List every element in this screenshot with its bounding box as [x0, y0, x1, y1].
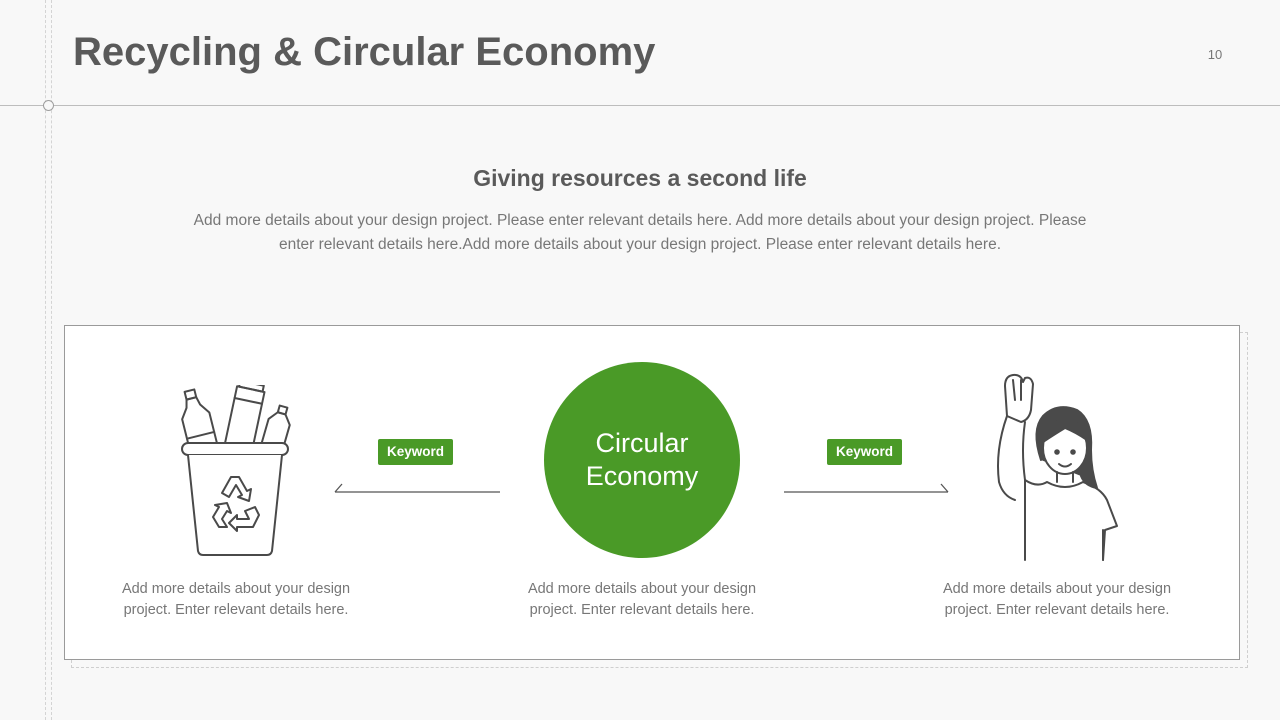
left-caption: Add more details about your design proje… [121, 581, 351, 618]
header-divider [0, 105, 1280, 106]
recycling-bin-icon [181, 385, 291, 556]
center-caption: Add more details about your design proje… [527, 581, 757, 618]
section-heading: Giving resources a second life [473, 165, 807, 191]
keyword-badge-left: Keyword [378, 439, 454, 465]
keyword-badge-right: Keyword [827, 439, 903, 465]
circle-label: Circular Economy [585, 428, 699, 491]
circular-economy-circle: Circular Economy [544, 362, 740, 558]
guide-line [45, 0, 46, 720]
page-title: Recycling & Circular Economy [73, 30, 656, 74]
arrow-left-icon [334, 483, 500, 493]
guide-line [51, 0, 52, 720]
right-caption: Add more details about your design proje… [942, 581, 1172, 618]
divider-dot [43, 100, 54, 111]
page-number: 10 [1207, 47, 1223, 62]
arrow-right-icon [784, 483, 949, 493]
waving-person-icon [997, 373, 1118, 561]
intro-paragraph: Add more details about your design proje… [193, 212, 1087, 253]
